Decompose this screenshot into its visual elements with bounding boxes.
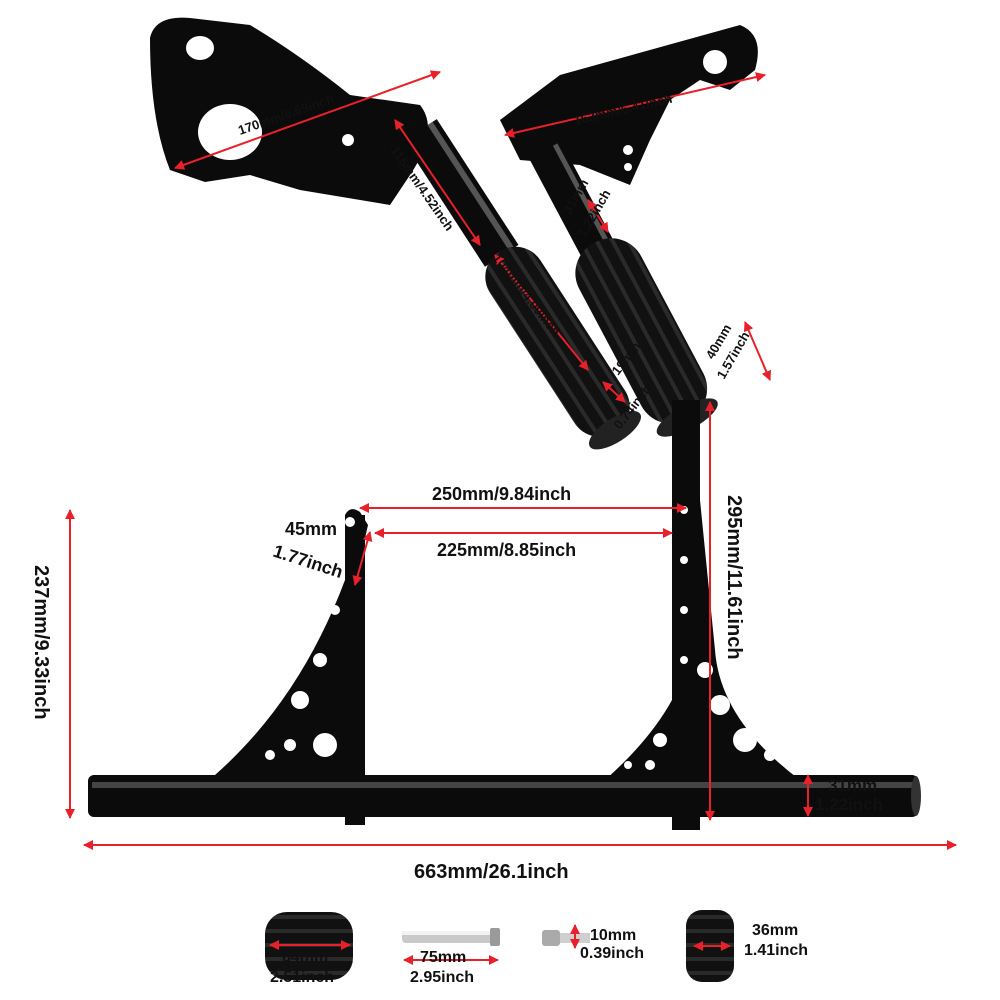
bracket-hole-top: [186, 36, 214, 60]
right-upright: [672, 400, 700, 830]
long-pin-part: [402, 928, 500, 946]
short-bolt-part: [542, 930, 590, 946]
dimension-lines: [65, 70, 957, 965]
label-frame-height-right: 295mm/11.61inch: [723, 495, 745, 660]
cross-bar: [88, 775, 918, 817]
right-footpeg-assembly: [500, 25, 758, 437]
dimension-labels: 170mm/6.69inch 115mm/4.52inch 104mm/4.09…: [30, 91, 883, 986]
right-peg-rubber: [575, 238, 708, 424]
label-part-pad-in: 1.41inch: [744, 942, 808, 959]
bracket-hole-small: [342, 134, 354, 146]
label-part-pin-in: 2.95inch: [410, 969, 474, 986]
label-part-bolt-in: 0.39inch: [580, 945, 644, 962]
label-frame-bar-mm: 31mm: [828, 776, 877, 795]
right-peg-shaft: [529, 141, 618, 265]
label-part-bolt-mm: 10mm: [590, 927, 636, 944]
crash-bar-frame: [88, 400, 921, 830]
label-frame-bar-in: 1.22inch: [815, 795, 883, 814]
label-part-pin-mm: 75mm: [420, 949, 466, 966]
label-frame-height-left: 237mm/9.33inch: [30, 565, 52, 720]
right-gusset: [605, 400, 800, 780]
label-frame-lower-span: 225mm/8.85inch: [437, 540, 576, 560]
label-frame-total-width: 663mm/26.1inch: [414, 861, 569, 883]
left-upright: [345, 515, 365, 825]
label-part-pad-mm: 36mm: [752, 922, 798, 939]
label-part-rubber-in: 2.51inch: [270, 969, 334, 986]
label-frame-upper-span: 250mm/9.84inch: [432, 484, 571, 504]
label-frame-tab-mm: 45mm: [285, 519, 337, 539]
label-frame-tab-in: 1.77inch: [271, 541, 346, 582]
left-gusset: [215, 509, 368, 780]
gusset-holes: [265, 605, 776, 770]
label-part-rubber-mm: 64mm: [282, 949, 328, 966]
